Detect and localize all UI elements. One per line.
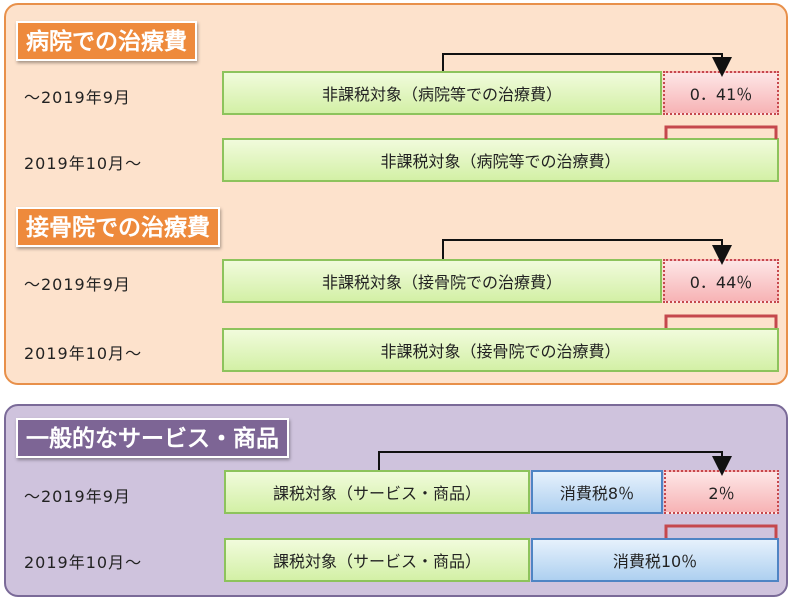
consumption-tax-8-box: 消費税8％: [531, 470, 663, 514]
clinic-period-before: ～2019年9月: [24, 275, 131, 294]
hospital-period-before: ～2019年9月: [24, 88, 131, 107]
clinic-nontaxable-bar-before: 非課税対象（接骨院での治療費）: [222, 259, 662, 303]
general-taxable-bar-before: 課税対象（サービス・商品）: [224, 470, 530, 514]
general-tax-rate-box: 2％: [664, 470, 779, 514]
clinic-section-title: 接骨院での治療費: [16, 207, 220, 247]
hospital-section-title: 病院での治療費: [16, 21, 197, 61]
consumption-tax-10-box: 消費税10％: [531, 538, 779, 582]
hospital-nontaxable-bar-after: 非課税対象（病院等での治療費）: [222, 138, 779, 182]
clinic-period-after: 2019年10月～: [24, 344, 143, 363]
general-section-title: 一般的なサービス・商品: [16, 418, 289, 458]
hospital-tax-rate-box: 0．41％: [663, 71, 779, 115]
general-period-after: 2019年10月～: [24, 553, 143, 572]
general-taxable-bar-after: 課税対象（サービス・商品）: [224, 538, 530, 582]
general-period-before: ～2019年9月: [24, 487, 131, 506]
clinic-nontaxable-bar-after: 非課税対象（接骨院での治療費）: [222, 328, 779, 372]
hospital-nontaxable-bar-before: 非課税対象（病院等での治療費）: [222, 71, 662, 115]
hospital-period-after: 2019年10月～: [24, 154, 143, 173]
clinic-tax-rate-box: 0．44％: [663, 259, 779, 303]
